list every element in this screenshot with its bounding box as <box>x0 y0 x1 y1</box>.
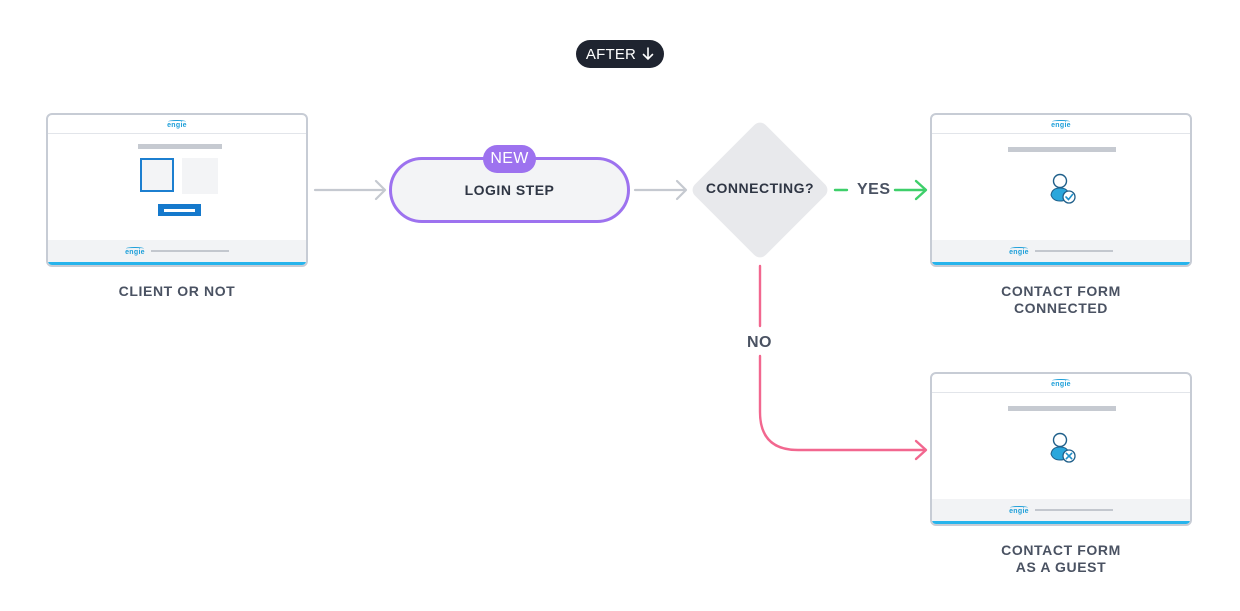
after-label: AFTER <box>585 45 637 63</box>
caption-line-1: CONTACT FORM <box>1001 283 1121 299</box>
arrow-start-to-login <box>313 179 387 201</box>
option-card <box>182 158 218 194</box>
screen-header: engie <box>932 374 1190 393</box>
submit-button-placeholder <box>158 204 201 216</box>
after-label-pill: AFTER <box>576 40 664 68</box>
screen-contact-guest: engie engie <box>930 372 1192 526</box>
title-placeholder <box>138 144 222 149</box>
screen-contact-connected: engie engie <box>930 113 1192 267</box>
title-placeholder <box>1008 406 1116 411</box>
caption-line-2: AS A GUEST <box>1015 559 1107 575</box>
yes-label: YES <box>855 181 893 199</box>
caption-client-or-not: CLIENT OR NOT <box>118 283 236 299</box>
engie-logo-footer: engie <box>1009 246 1029 256</box>
arrow-yes <box>833 179 928 201</box>
title-placeholder <box>1008 147 1116 152</box>
screen-footer: engie <box>932 240 1190 265</box>
new-badge: NEW <box>483 145 536 173</box>
caption-line-1: CONTACT FORM <box>1001 542 1121 558</box>
caption-line-2: CONNECTED <box>1013 300 1109 316</box>
no-label: NO <box>746 332 773 354</box>
login-step-label: LOGIN STEP <box>464 182 555 198</box>
user-check-icon <box>1050 173 1076 204</box>
engie-logo: engie <box>1051 378 1071 388</box>
caption-contact-connected: CONTACT FORM CONNECTED <box>930 283 1192 317</box>
screen-header: engie <box>48 115 306 134</box>
engie-logo: engie <box>1051 119 1071 129</box>
decision-diamond <box>692 122 828 258</box>
decision-label: CONNECTING? <box>705 180 815 196</box>
new-badge-label: NEW <box>490 150 529 167</box>
arrow-no <box>758 264 928 461</box>
screen-header: engie <box>932 115 1190 134</box>
screen-footer: engie <box>48 240 306 265</box>
engie-logo-footer: engie <box>125 246 145 256</box>
arrow-login-to-decision <box>633 179 688 201</box>
engie-logo: engie <box>167 119 187 129</box>
screen-footer: engie <box>932 499 1190 524</box>
arrow-down-icon <box>642 47 654 61</box>
screen-client-or-not: engie engie <box>46 113 308 267</box>
engie-logo-footer: engie <box>1009 505 1029 515</box>
user-x-icon <box>1050 432 1076 463</box>
option-card-selected <box>140 158 174 192</box>
caption-contact-guest: CONTACT FORM AS A GUEST <box>930 542 1192 576</box>
